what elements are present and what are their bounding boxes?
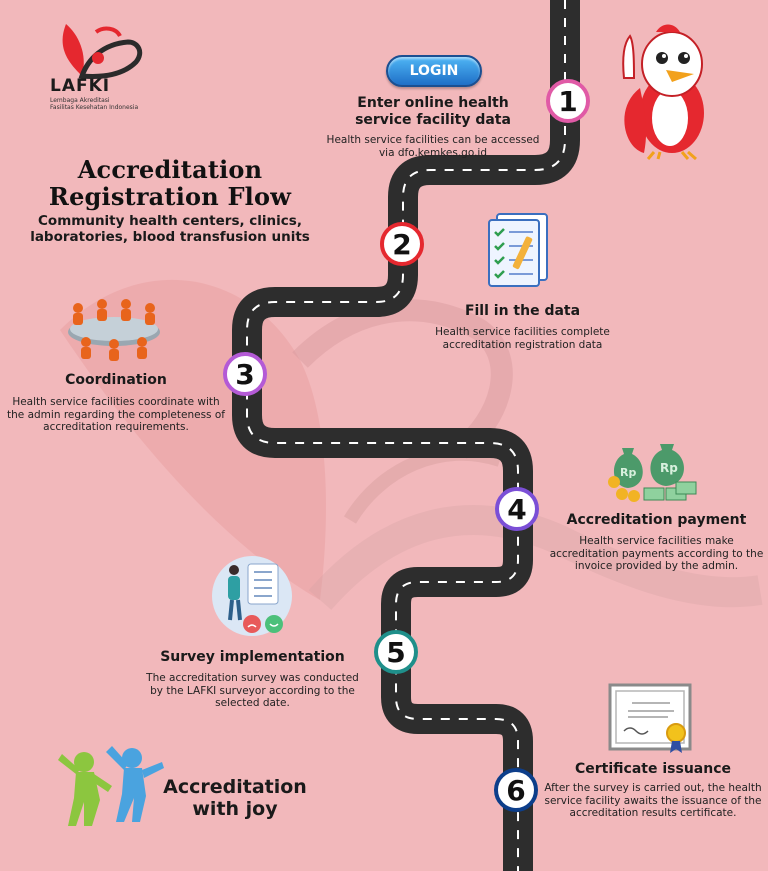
step-1: Enter online health service facility dat… — [318, 95, 548, 159]
lafki-bird-logo-icon — [62, 24, 143, 79]
step-4-desc-line-2: accreditation payments according to the — [549, 547, 764, 560]
svg-text:Rp: Rp — [660, 461, 678, 475]
step-1-desc-line-2: via dfo.kemkes.go.id — [378, 146, 488, 159]
step-4-desc-line-1: Health service facilities make — [579, 535, 734, 547]
dancing-figures-icon — [58, 746, 164, 826]
step-1-desc-line-1: Health service facilities can be accesse… — [326, 134, 540, 146]
login-button[interactable]: LOGIN — [386, 55, 482, 87]
step-2-title: Fill in the data — [464, 303, 581, 319]
bird-mascot-icon — [622, 24, 704, 160]
step-6-desc-line-2: service facility awaits the issuance of … — [544, 794, 762, 807]
page-title-line-1: Accreditation — [77, 155, 263, 184]
step-2-number: 2 — [392, 227, 412, 261]
step-5: Survey implementation The accreditation … — [135, 649, 370, 710]
step-3-desc-line-1: Health service facilities coordinate wit… — [12, 396, 220, 408]
step-2: Fill in the data Health service faciliti… — [420, 303, 625, 351]
step-3-desc-line-3: accreditation requirements. — [43, 421, 189, 433]
step-3-desc-line-2: the admin regarding the completeness of — [7, 408, 225, 421]
step-4-desc-line-3: invoice provided by the admin. — [574, 560, 739, 572]
meeting-table-icon — [68, 299, 160, 361]
step-1-badge: 1 — [546, 79, 590, 123]
step-1-title-line-2: service facility data — [355, 112, 511, 128]
step-2-desc-line-1: Health service facilities complete — [435, 326, 610, 338]
money-bags-rp-icon: Rp Rp — [608, 444, 697, 502]
step-5-number: 5 — [386, 635, 406, 669]
step-4: Accreditation payment Health service fac… — [545, 512, 768, 573]
checklist-clipboard-icon — [488, 213, 548, 287]
page-title-line-2: Registration Flow — [48, 182, 292, 211]
step-3: Coordination Health service facilities c… — [0, 372, 232, 434]
joy-caption-line-2: with joy — [192, 798, 278, 820]
step-6-desc-line-1: After the survey is carried out, the hea… — [544, 782, 762, 794]
step-4-badge: 4 — [495, 487, 539, 531]
logo-name: LAFKI — [50, 76, 111, 96]
step-5-badge: 5 — [374, 630, 418, 674]
step-3-badge: 3 — [223, 352, 267, 396]
lafki-logo: LAFKI Lembaga Akreditasi Fasilitas Keseh… — [48, 14, 158, 111]
svg-text:Rp: Rp — [620, 466, 636, 479]
step-1-number: 1 — [558, 84, 578, 118]
subtitle-line-1: Community health centers, clinics, — [38, 213, 302, 229]
joy-caption: Accreditation with joy — [160, 776, 310, 820]
step-3-title: Coordination — [65, 372, 167, 388]
step-6-badge: 6 — [494, 768, 538, 812]
step-6-number: 6 — [506, 773, 526, 807]
step-5-desc-line-2: by the LAFKI surveyor according to the — [150, 684, 355, 697]
step-6: Certificate issuance After the survey is… — [540, 761, 766, 820]
header: Accreditation Registration Flow Communit… — [0, 156, 340, 245]
joy-caption-line-1: Accreditation — [163, 776, 307, 798]
step-5-title: Survey implementation — [160, 649, 345, 665]
step-4-number: 4 — [507, 492, 527, 526]
step-2-badge: 2 — [380, 222, 424, 266]
step-6-desc-line-3: accreditation results certificate. — [569, 807, 737, 819]
step-3-number: 3 — [235, 357, 255, 391]
logo-tagline-2: Fasilitas Kesehatan Indonesia — [50, 104, 139, 111]
step-2-desc-line-2: accreditation registration data — [442, 338, 603, 351]
step-5-desc-line-1: The accreditation survey was conducted — [146, 672, 359, 684]
step-5-desc-line-3: selected date. — [215, 697, 290, 709]
step-6-title: Certificate issuance — [575, 761, 731, 777]
subtitle-line-2: laboratories, blood transfusion units — [30, 229, 310, 245]
step-1-title-line-1: Enter online health — [357, 95, 509, 111]
logo-tagline-1: Lembaga Akreditasi — [50, 97, 110, 104]
step-4-title: Accreditation payment — [566, 512, 747, 528]
certificate-icon — [608, 683, 692, 753]
survey-person-icon — [212, 556, 292, 636]
